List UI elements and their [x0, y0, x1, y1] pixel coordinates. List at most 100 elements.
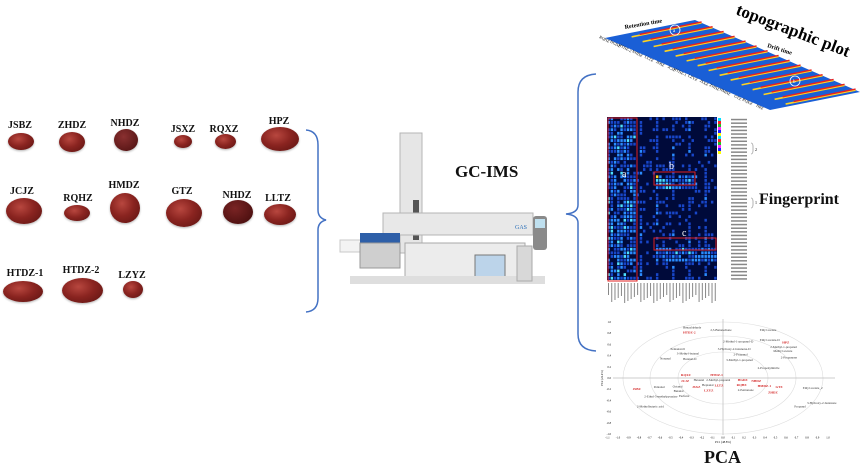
heatmap-cell	[623, 215, 627, 219]
pca-sample-label: JSBZ	[633, 387, 642, 391]
color-key-swatch	[718, 133, 721, 136]
heatmap-cell	[668, 247, 672, 251]
heatmap-cell	[617, 193, 620, 197]
heatmap-cell	[610, 251, 614, 255]
heatmap-cell	[626, 142, 630, 146]
heatmap-cell	[707, 150, 711, 153]
heatmap-cell	[704, 233, 707, 237]
heatmap-cell	[626, 276, 630, 280]
heatmap-cell	[662, 200, 665, 204]
pca-variable-label: 3-Methyl-1-propanol	[726, 358, 753, 362]
heatmap-cell	[691, 262, 694, 266]
compound-label	[731, 165, 747, 168]
heatmap-cell	[707, 124, 711, 128]
heatmap-cell	[626, 150, 630, 153]
region-b-box	[653, 171, 696, 186]
heatmap-cell	[623, 175, 627, 179]
heatmap-cell	[617, 124, 620, 128]
heatmap-cell	[659, 247, 662, 251]
heatmap-cell	[617, 200, 620, 204]
heatmap-cell	[617, 135, 620, 139]
heatmap-cell	[613, 189, 617, 193]
heatmap-cell	[697, 189, 701, 193]
heatmap-cell	[701, 164, 704, 168]
heatmap-cell	[649, 197, 652, 200]
heatmap-cell	[665, 182, 669, 186]
heatmap-cell	[633, 258, 636, 262]
pca-variable-label: Ethyl acetate_2	[803, 386, 823, 390]
pca-variable-label: 2-Methyl-1-propanol-D	[723, 340, 754, 344]
pca-variable-label: 2-Methyl-1-propanol	[770, 345, 797, 349]
heatmap-cell	[685, 247, 688, 251]
heatmap-cell	[633, 171, 636, 175]
heatmap-cell	[672, 164, 675, 168]
heatmap-cell	[678, 247, 682, 251]
topographic-row-label: ZHDZ	[709, 82, 721, 92]
sample-row-label	[701, 283, 703, 300]
pca-y-tick: -0.6	[607, 411, 612, 414]
topographic-plot: RQHZHGDZHTDZ-2NHDZLLTZJSBZJCJZHTDZ-1LZYZ…	[599, 0, 860, 111]
heatmap-cell	[672, 186, 675, 190]
heatmap-cell	[678, 135, 682, 139]
heatmap-cell	[620, 142, 623, 146]
heatmap-cell	[662, 258, 665, 262]
heatmap-cell	[704, 273, 707, 276]
spectrum-peak	[705, 49, 768, 64]
heatmap-cell	[646, 160, 649, 164]
heatmap-cell	[652, 222, 656, 226]
heatmap-cell	[691, 258, 694, 262]
heatmap-cell	[633, 128, 636, 132]
sample-label: LLTZ	[265, 193, 291, 204]
heatmap-cell	[668, 255, 672, 258]
marker-b-circle	[789, 75, 801, 87]
heatmap-cell	[655, 247, 659, 251]
heatmap-cell	[704, 182, 707, 186]
heatmap-cell	[633, 240, 636, 244]
heatmap-cell	[655, 251, 659, 255]
heatmap-cell	[688, 269, 691, 273]
heatmap-cell	[685, 153, 688, 157]
heatmap-cell	[710, 251, 714, 255]
heatmap-cell	[636, 200, 639, 204]
heatmap-cell	[662, 240, 665, 244]
heatmap-cell	[649, 226, 652, 229]
pca-variable-label: 2-Methylbutyric acid	[637, 405, 664, 409]
spectrum-peak	[782, 83, 845, 98]
pca-x-tick: 0.7	[795, 437, 799, 440]
heatmap-cell	[626, 244, 630, 247]
heatmap-cell	[701, 200, 704, 204]
sample-row-label	[695, 283, 697, 295]
heatmap-cell	[672, 168, 675, 171]
sample-row-label	[659, 283, 661, 299]
heatmap-cell	[655, 200, 659, 204]
jujube-image	[114, 129, 138, 151]
heatmap-cell	[701, 251, 704, 255]
topographic-row-label: RQXZ	[742, 97, 754, 107]
spectrum-band	[763, 79, 834, 96]
heatmap-cell	[655, 262, 659, 266]
heatmap-cell	[613, 269, 617, 273]
heatmap-cell	[672, 197, 675, 200]
heatmap-cell	[668, 211, 672, 215]
heatmap-cell	[626, 121, 630, 124]
compound-label	[731, 122, 747, 124]
heatmap-cell	[649, 168, 652, 171]
heatmap-cell	[630, 269, 633, 273]
sample-row-label	[617, 283, 619, 298]
heatmap-cell	[623, 247, 627, 251]
heatmap-cell	[665, 251, 669, 255]
heatmap-cell	[633, 222, 636, 226]
heatmap-cell	[623, 207, 627, 211]
heatmap-cell	[613, 160, 617, 164]
heatmap-cell	[623, 186, 627, 190]
heatmap-cell	[646, 222, 649, 226]
sample-label: RQXZ	[209, 124, 239, 135]
sample-label: HTDZ-1	[6, 268, 44, 279]
heatmap-cell	[610, 131, 614, 135]
heatmap-cell	[610, 193, 614, 197]
sample-row-label	[708, 283, 710, 296]
heatmap-cell	[714, 247, 717, 251]
heatmap-cell	[607, 207, 610, 211]
heatmap-cell	[623, 139, 627, 142]
